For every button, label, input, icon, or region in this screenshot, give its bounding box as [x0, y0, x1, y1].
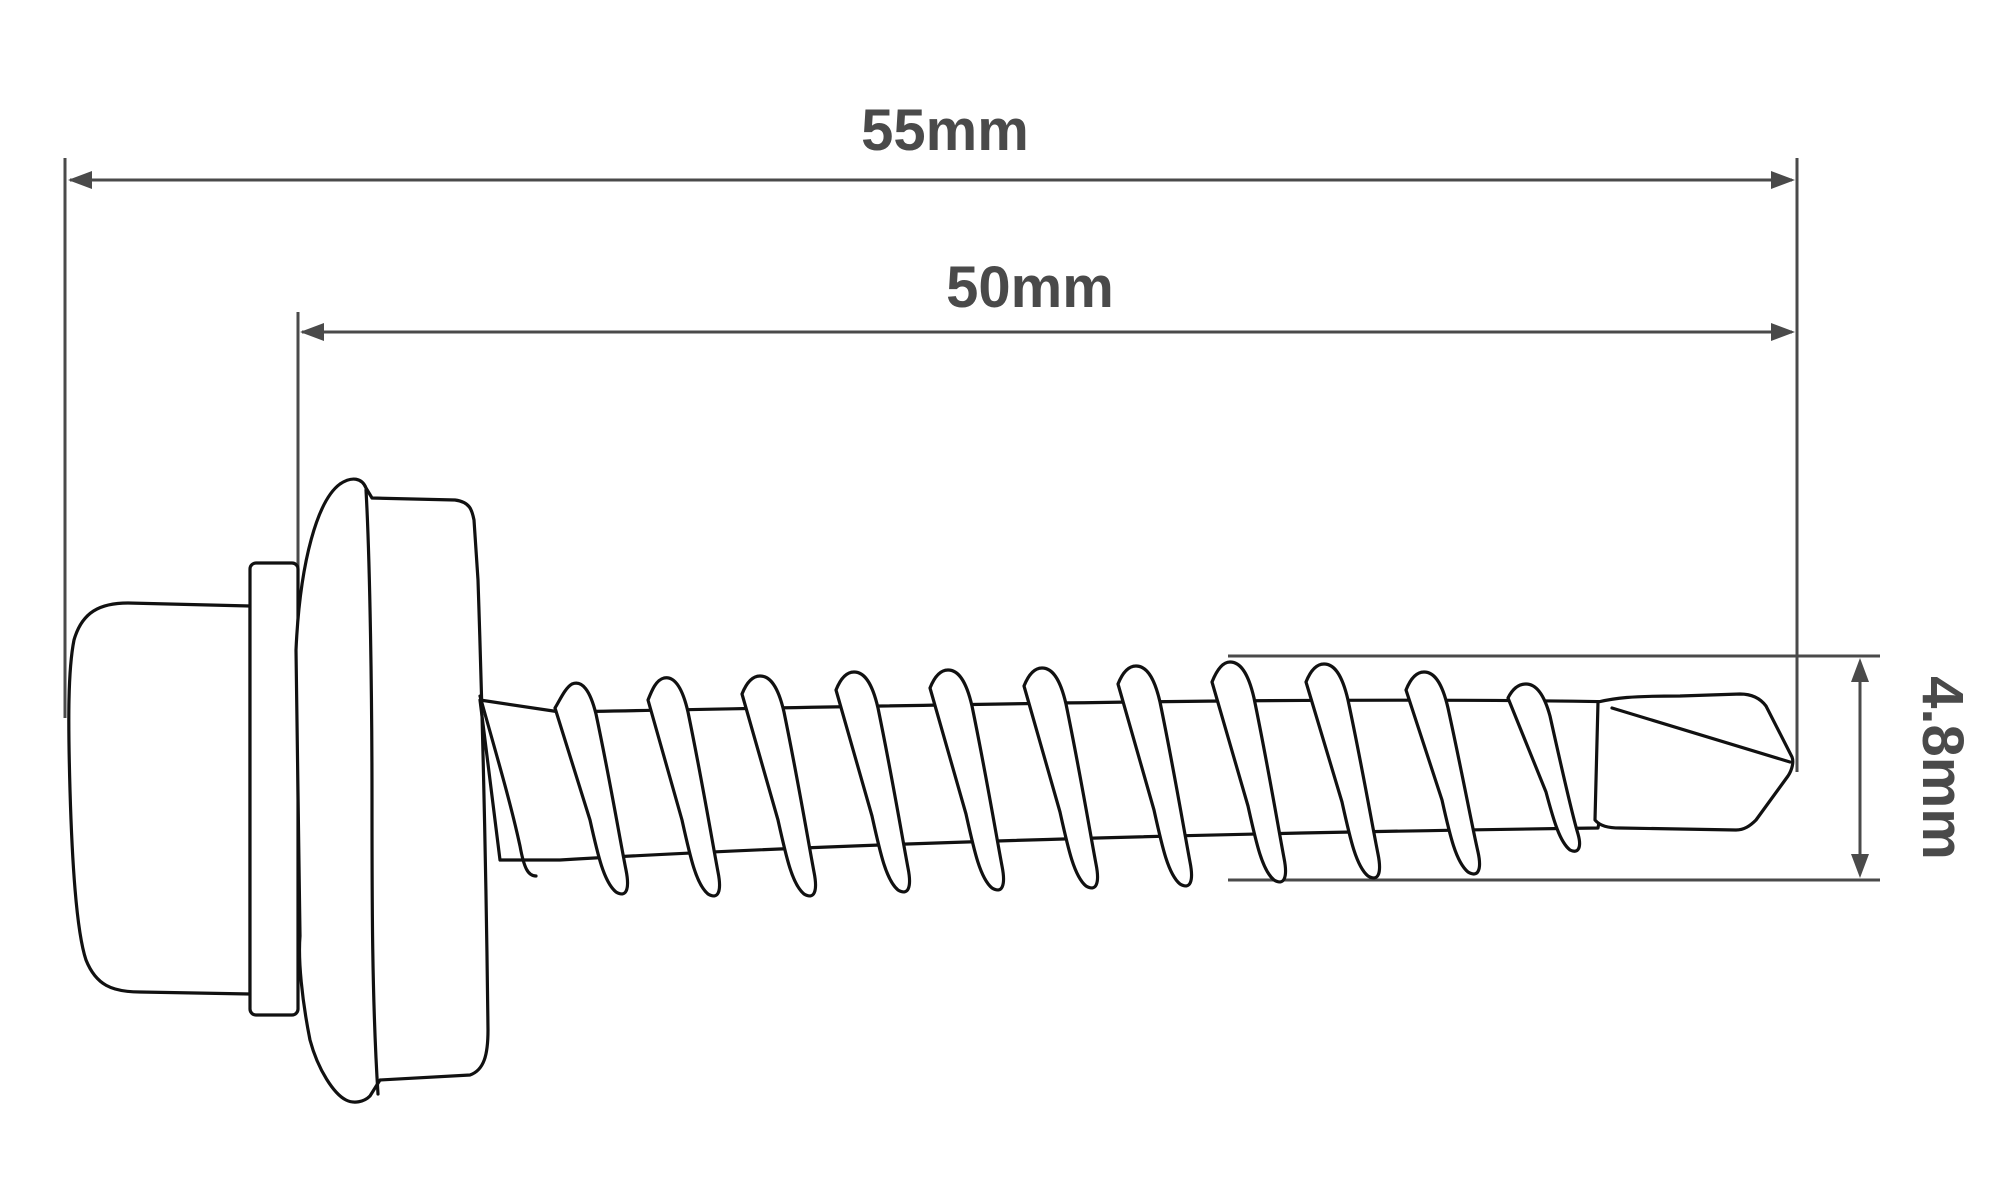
thread-3 — [740, 674, 818, 898]
thread-length-dimension: 50mm — [296, 255, 1795, 620]
thread-8 — [1210, 660, 1288, 884]
washer-collar — [248, 561, 300, 1017]
overall-length-dimension: 55mm — [63, 98, 1799, 772]
thread-1 — [553, 681, 630, 896]
thread-7 — [1116, 664, 1194, 888]
sealing-washer-inner-edge — [364, 488, 380, 1096]
thread-right-arrow — [1771, 323, 1795, 341]
diameter-label: 4.8mm — [1910, 676, 1975, 860]
diameter-top-arrow — [1851, 658, 1869, 682]
drill-point — [1593, 692, 1795, 832]
thread-5 — [928, 668, 1006, 892]
thread-10 — [1404, 670, 1482, 876]
overall-right-arrow — [1771, 171, 1795, 189]
thread-9 — [1304, 662, 1382, 880]
overall-length-label: 55mm — [861, 98, 1029, 163]
overall-left-arrow — [68, 171, 92, 189]
diameter-bottom-arrow — [1851, 854, 1869, 878]
screw — [67, 477, 1795, 1104]
thread-2 — [646, 676, 722, 898]
thread-length-label: 50mm — [946, 255, 1114, 320]
thread-left-arrow — [300, 323, 324, 341]
sealing-washer — [294, 477, 490, 1104]
thread-4 — [834, 670, 912, 894]
hex-head — [67, 601, 252, 996]
shank-neck — [478, 694, 538, 878]
thread-11 — [1506, 682, 1582, 853]
thread-6 — [1022, 666, 1100, 890]
drill-flute-line — [1610, 706, 1792, 764]
diameter-dimension: 4.8mm — [1228, 654, 1975, 882]
